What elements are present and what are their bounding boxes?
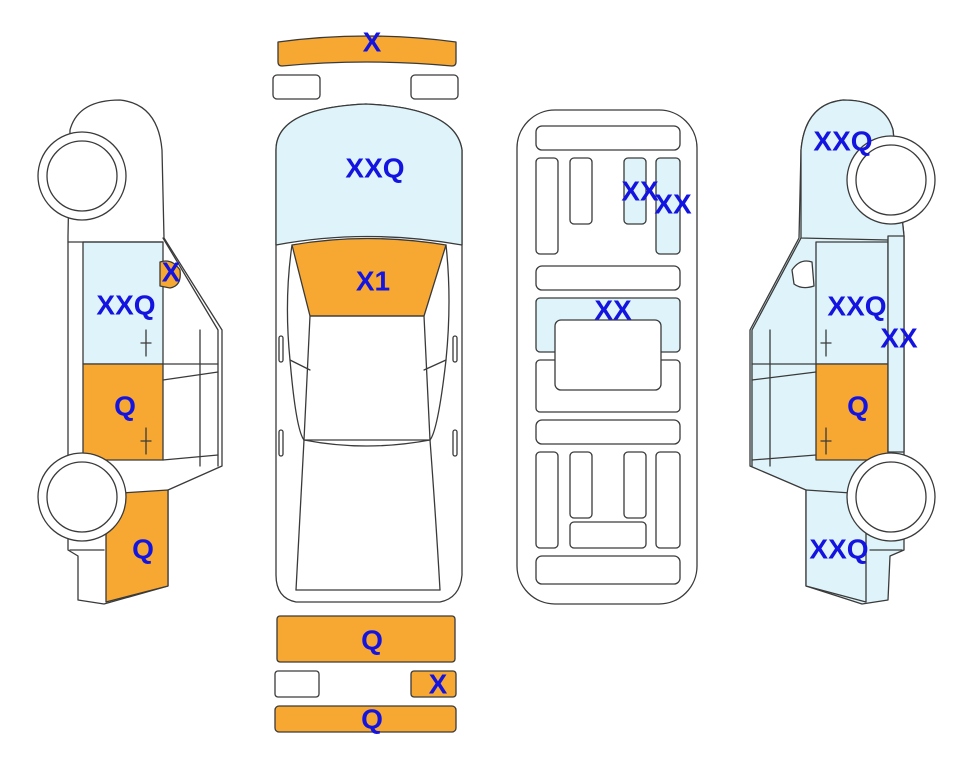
code-right-pillar: XX xyxy=(880,323,918,354)
front-right-light[interactable] xyxy=(411,75,458,99)
code-left-rear-door: Q xyxy=(114,391,136,422)
underside-view xyxy=(517,110,697,604)
left-rear-wheel[interactable] xyxy=(38,453,126,541)
code-left-front-door: XXQ xyxy=(96,290,155,321)
code-right-rear-quarter: XXQ xyxy=(809,534,868,565)
code-roof-center: XX xyxy=(594,295,632,326)
code-front-bumper: X xyxy=(363,27,382,58)
code-roof-front-right: XX xyxy=(654,189,692,220)
right-mirror[interactable] xyxy=(792,261,814,288)
code-right-front-door: XXQ xyxy=(827,291,886,322)
code-windshield: X1 xyxy=(356,266,390,297)
code-rear-bumper-upper: Q xyxy=(361,625,383,656)
code-right-rear-door: Q xyxy=(847,391,869,422)
left-side-view xyxy=(38,100,222,604)
code-right-front-fender: XXQ xyxy=(813,126,872,157)
front-left-light[interactable] xyxy=(273,75,320,99)
sunroof[interactable] xyxy=(555,320,661,390)
code-left-rear-quarter: Q xyxy=(132,534,154,565)
code-hood: XXQ xyxy=(345,153,404,184)
code-rear-trim-right: X xyxy=(429,669,448,700)
code-left-mirror: X xyxy=(162,257,181,288)
left-front-wheel[interactable] xyxy=(38,132,126,220)
code-rear-bumper-lower: Q xyxy=(361,704,383,735)
rear-left-trim[interactable] xyxy=(275,671,319,697)
right-rear-wheel[interactable] xyxy=(847,453,935,541)
